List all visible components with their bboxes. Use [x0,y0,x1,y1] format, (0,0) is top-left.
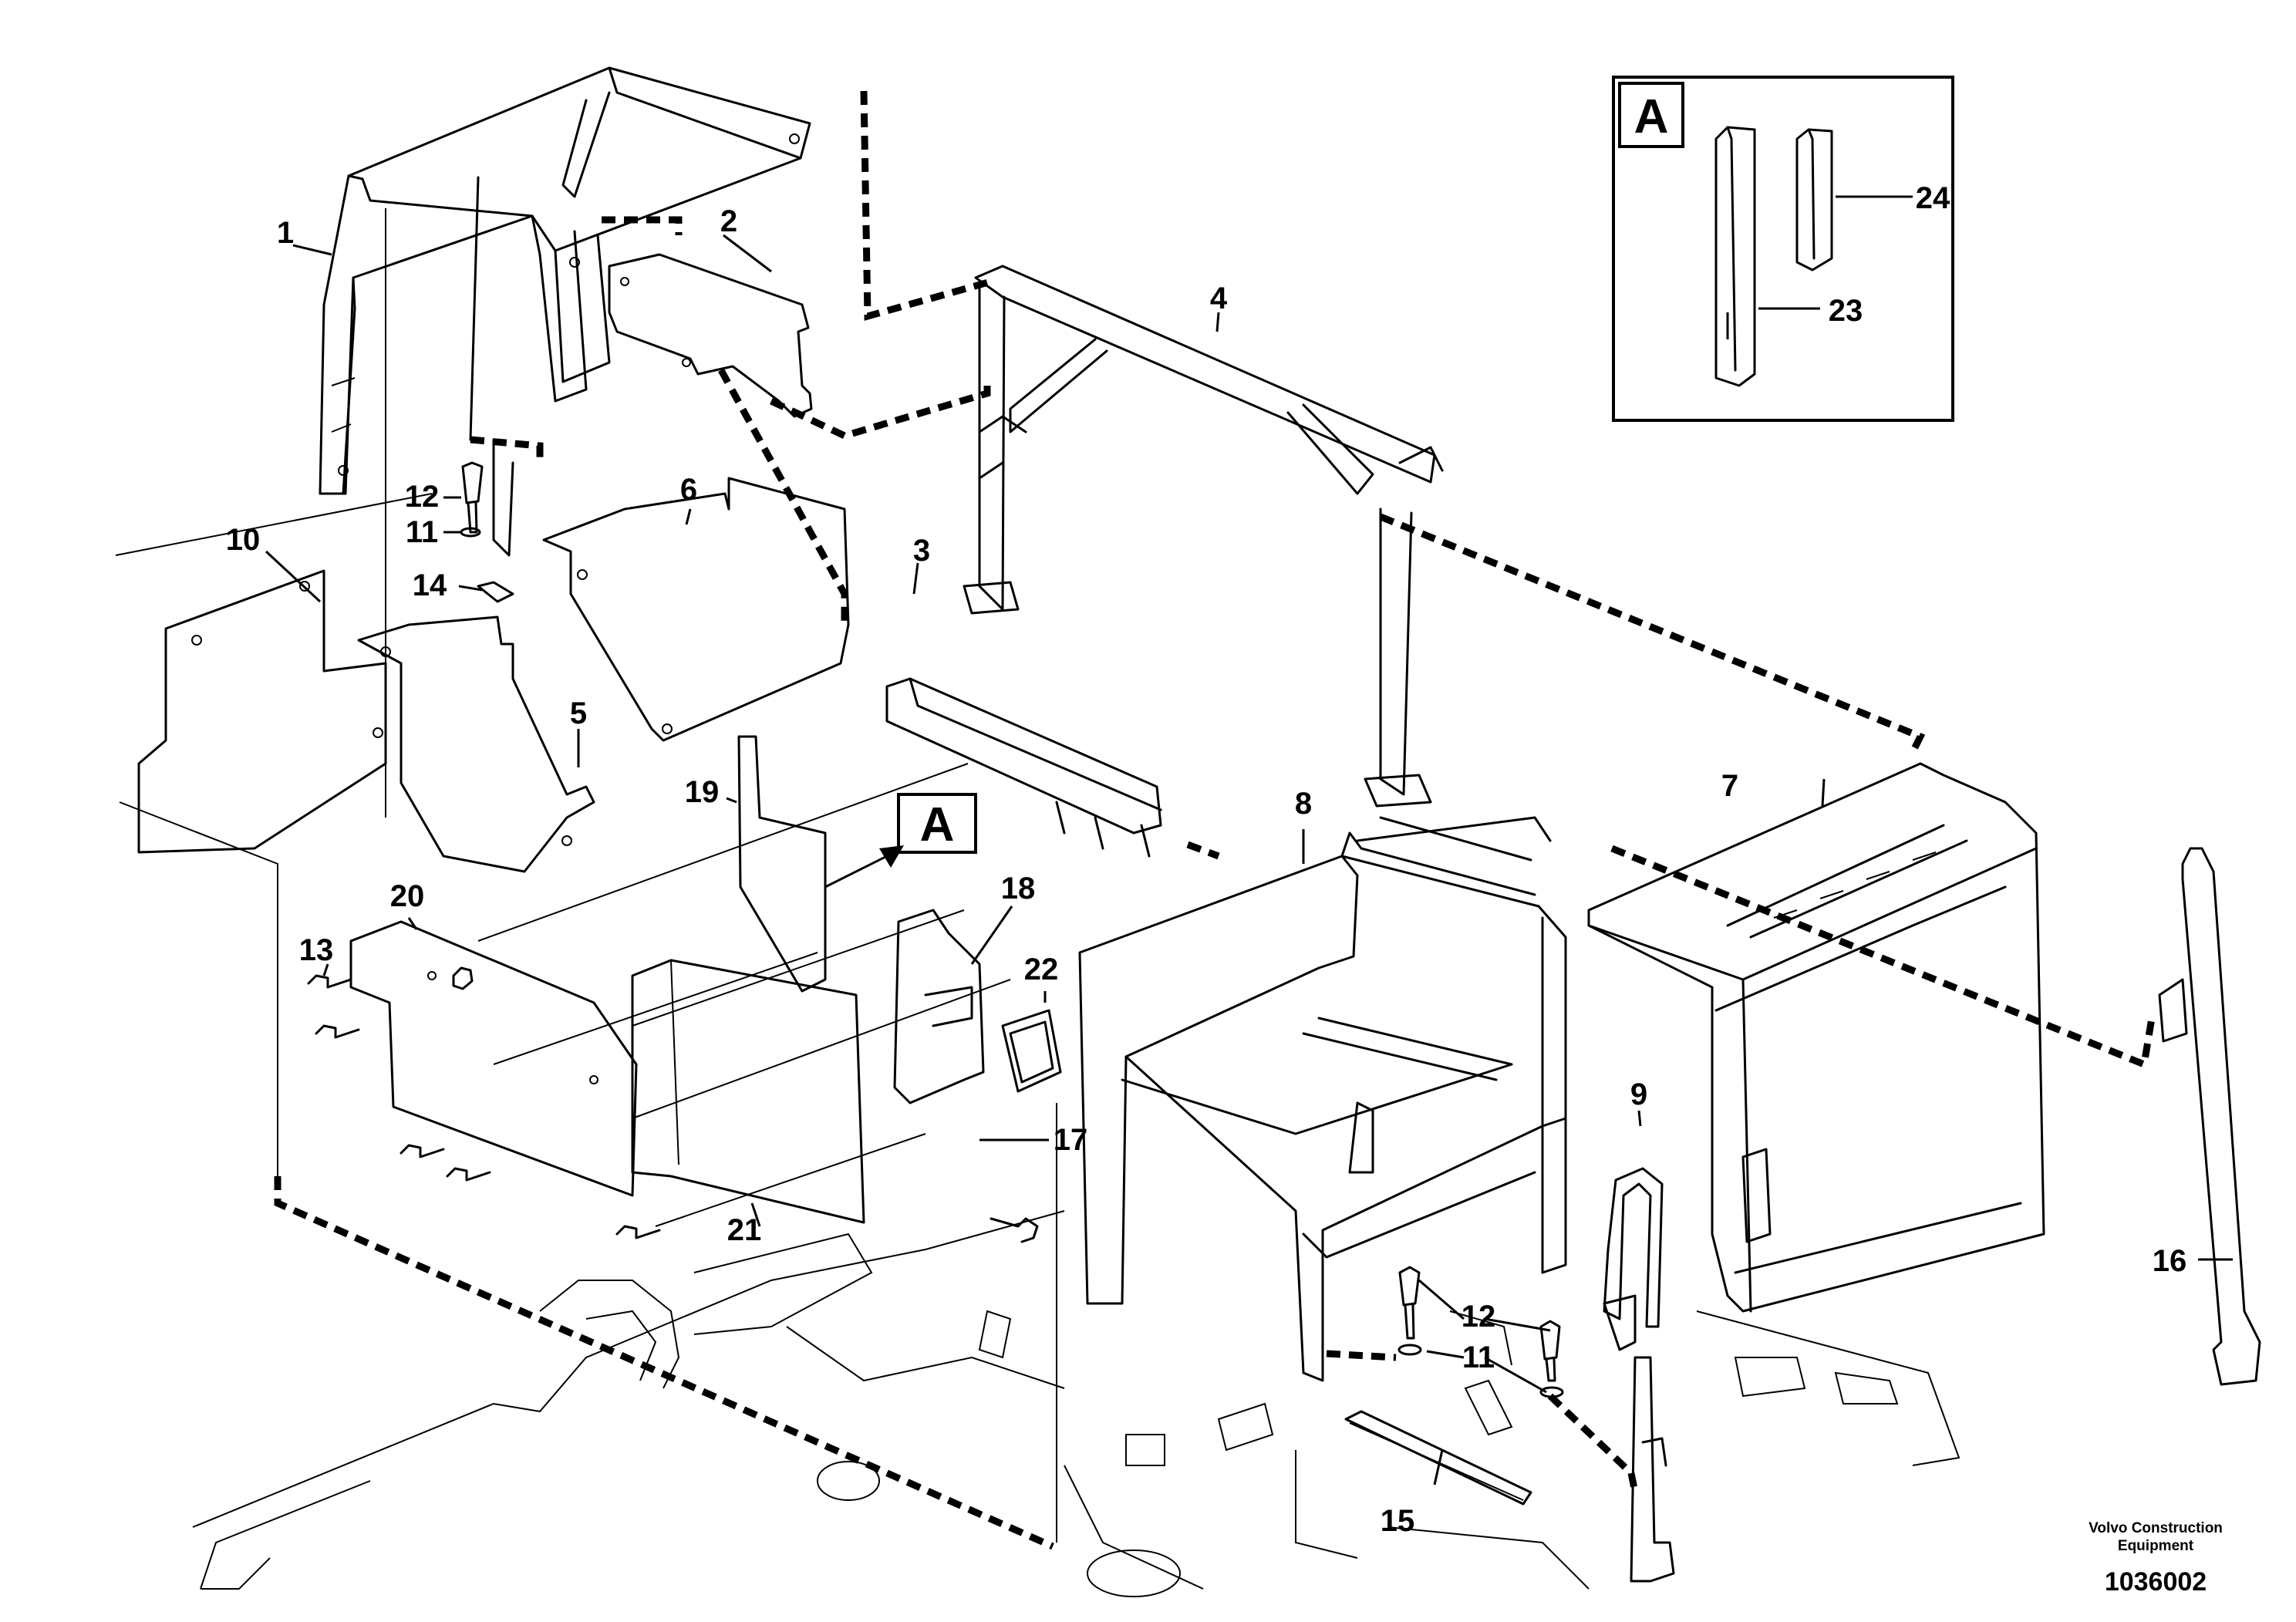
company-name-line1: Volvo Construction [2089,1520,2223,1536]
company-name-line2: Equipment [2118,1538,2194,1554]
callout-7: 7 [1721,769,1738,803]
part-20-guard [349,920,638,1197]
callouts: 1 2 3 4 5 6 7 8 9 10 11 11 12 12 13 14 1… [226,181,2187,1538]
callout-3: 3 [913,534,930,568]
part-19-plate [737,735,827,993]
part-18-panel [893,909,985,1104]
part-16-grab-bar [2158,847,2261,1386]
view-marker-a [824,793,977,889]
callout-11: 11 [406,515,438,549]
part-7-front-frame [1587,762,2045,1313]
part-21-guard [631,959,865,1224]
callout-15: 15 [1381,1504,1415,1538]
part-22-seal [1001,1009,1062,1093]
part-4-support-frame [963,265,1444,808]
bolts [307,461,1564,1398]
part-3-rail [885,677,1162,858]
callout-10: 10 [226,523,261,557]
callout-24: 24 [1916,181,1950,215]
leader-lines [265,195,2233,1485]
callout-22: 22 [1024,953,1059,986]
callout-5: 5 [570,696,587,730]
callout-12: 12 [405,480,440,514]
part-8-box-frame [1078,816,1567,1382]
part-2-bracket [608,253,813,418]
callout-4: 4 [1210,282,1228,315]
callout-12-second: 12 [1462,1300,1496,1334]
part-6-plate [542,477,850,742]
callout-21: 21 [727,1213,762,1247]
document-number: 1036002 [2105,1567,2207,1597]
thin-lines [115,208,1057,1543]
view-marker-label: A [920,798,955,851]
callout-18: 18 [1001,872,1036,905]
part-10-plate [137,569,387,854]
detail-box-label: A [1634,90,1669,143]
callout-23: 23 [1829,294,1863,328]
callout-6: 6 [680,473,697,507]
callout-13: 13 [299,933,334,967]
callout-8: 8 [1295,787,1312,821]
callout-17: 17 [1054,1123,1088,1157]
part-5-plate [357,615,595,873]
callout-9: 9 [1630,1077,1647,1111]
lower-chassis [192,1210,1961,1597]
callout-2: 2 [720,204,737,238]
callout-20: 20 [390,879,425,913]
callout-11-second: 11 [1462,1340,1495,1374]
part-15-strip [1344,1410,1532,1506]
callout-14: 14 [413,568,447,602]
callout-19: 19 [685,775,720,809]
callout-1: 1 [277,216,294,250]
footer: Volvo Construction Equipment 1036002 [2089,1520,2223,1597]
part-9-handle [1603,1167,1675,1583]
dashed-reference-lines [274,90,2156,1550]
part-1-upper-frame [319,66,811,557]
callout-16: 16 [2153,1244,2187,1278]
detail-box-a [1612,76,1954,422]
